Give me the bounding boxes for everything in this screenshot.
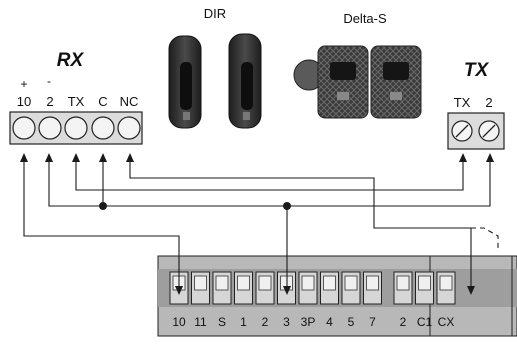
delta-s-label: Delta-S [343, 11, 387, 26]
rx-terminal-label: 10 [17, 94, 31, 109]
board-terminal-screw [301, 275, 315, 291]
board-terminal-screw [323, 275, 336, 291]
rx-polarity-minus: - [47, 74, 51, 88]
dir-photocell-image [168, 33, 262, 129]
wire-arrows [20, 153, 494, 295]
wire-rxtx-bus [75, 160, 464, 191]
board-terminal-screw [215, 275, 229, 291]
rx-terminal-label: 2 [46, 94, 53, 109]
board-terminal-label: 3 [283, 315, 290, 329]
wire-dashed-cx [471, 227, 499, 252]
tx-terminal-label: 2 [485, 95, 492, 110]
tx-terminal-block [447, 112, 505, 150]
board-terminal-label: 2 [400, 315, 407, 329]
board-terminal-screw [418, 275, 431, 291]
board-terminal-label: 1 [240, 315, 247, 329]
board-terminal-label: 5 [348, 315, 355, 329]
wire-nc-to-c1 [129, 160, 472, 288]
wire-junctions [99, 202, 291, 210]
board-terminal-label: 2 [262, 315, 269, 329]
wiring [23, 160, 499, 288]
board-terminal-screw [258, 275, 272, 291]
board-terminal-screw [366, 275, 379, 291]
board-terminal-screw [237, 275, 250, 291]
tx-terminal-label: TX [454, 95, 471, 110]
rx-terminal-label: NC [120, 94, 139, 109]
board-terminal-screw [194, 275, 207, 291]
board-terminal-label: S [218, 315, 226, 329]
rx-terminal-block [9, 111, 143, 145]
rx-terminal-label: TX [68, 94, 85, 109]
rx-terminal-label: C [98, 94, 107, 109]
wire-rx2-bus [48, 160, 491, 207]
dir-label: DIR [204, 6, 226, 21]
board-terminal-label: 4 [326, 315, 333, 329]
board-terminal-screw [396, 275, 410, 291]
board-terminal-label: 10 [172, 315, 186, 329]
delta-s-photocell-image [293, 45, 422, 119]
board-terminal-label: 3P [301, 315, 316, 329]
board-terminal-label: 7 [369, 315, 376, 329]
board-terminal-cells [169, 271, 456, 305]
board-terminal-label: 11 [194, 315, 207, 329]
wire-rx10-to-board10 [23, 160, 180, 288]
board-terminal-screw [439, 275, 453, 291]
board-terminal-label: C1 [417, 315, 433, 329]
board-terminal-screw [344, 275, 358, 291]
board-terminal-label: CX [438, 315, 455, 329]
rx-title: RX [57, 50, 85, 71]
rx-polarity-plus: + [20, 77, 27, 91]
tx-title: TX [464, 60, 490, 81]
